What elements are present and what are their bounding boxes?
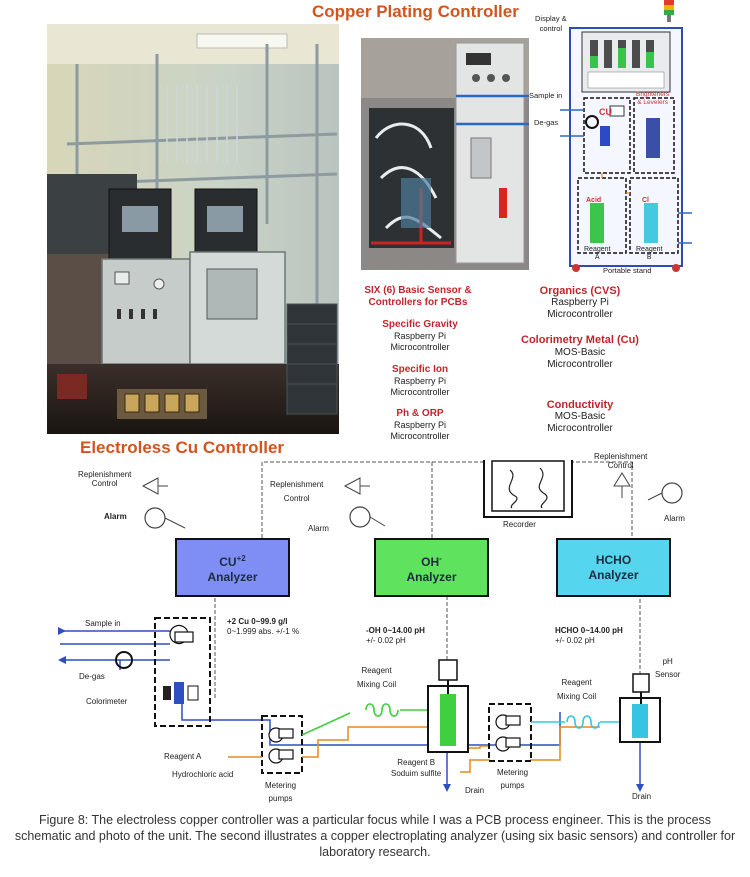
photo-de-gas-label: De-gas [534, 118, 559, 127]
photo-portable-stand-label: Portable stand [603, 266, 652, 275]
electroless-controller-photo [47, 24, 339, 434]
process-schematic [58, 460, 683, 792]
display-control-label: Display &control [535, 14, 567, 33]
copper-plating-controller-photo [361, 38, 529, 270]
photo-sample-in-label: Sample in [529, 91, 563, 100]
alarm-label-1: Alarm [104, 512, 127, 521]
drain-label-1: Drain [465, 786, 485, 795]
photo-brighteners-label: Brighteners& Levelers [636, 91, 670, 106]
copper-plating-stand-schematic [560, 18, 700, 280]
sample-in-label: Sample in [85, 619, 121, 628]
sensor-specific-ion: Specific Ion Raspberry Pi Microcontrolle… [390, 364, 450, 397]
photo-cl-label: Cl [642, 197, 649, 204]
colorimeter-label: Colorimeter [86, 697, 128, 706]
electroless-title: Electroless Cu Controller [80, 438, 285, 457]
sensor-specific-gravity: Specific Gravity Raspberry Pi Microcontr… [382, 319, 458, 352]
figure-caption: Figure 8: The electroless copper control… [14, 813, 736, 859]
drain-label-2: Drain [632, 792, 652, 801]
cu-spec: +2 Cu 0~99.9 g/l 0~1.999 abs. +/-1 % [227, 617, 300, 636]
alarm-label-3: Alarm [664, 514, 685, 523]
oh-spec: -OH 0~14.00 pH +/- 0.02 pH [366, 626, 425, 645]
cu-analyzer-box: CU+2 Analyzer [175, 538, 290, 597]
alarm-label-2: Alarm [308, 524, 329, 533]
sensor-organics-cvs: Organics (CVS) Raspberry Pi Microcontrol… [539, 285, 621, 320]
six-sensors-heading: SIX (6) Basic Sensor &Controllers for PC… [364, 285, 472, 308]
signal-tower-icon [662, 0, 676, 27]
recorder-label: Recorder [503, 520, 536, 529]
hydrochloric-label: Hydrochloric acid [172, 770, 234, 779]
sensor-conductivity: Conductivity MOS-Basic Microcontroller [546, 399, 614, 434]
sensor-ph-orp: Ph & ORP Raspberry Pi Microcontroller [390, 408, 450, 441]
hcho-spec: HCHO 0~14.00 pH +/- 0.02 pH [555, 626, 623, 645]
de-gas-label: De-gas [79, 672, 105, 681]
photo-acid-label: Acid [586, 197, 602, 204]
copper-plating-title: Copper Plating Controller [312, 2, 519, 21]
hcho-analyzer-box: HCHO Analyzer [556, 538, 671, 597]
oh-analyzer-box: OH- Analyzer [374, 538, 489, 597]
photo-cu-label: CU [599, 107, 612, 117]
sensor-colorimetry-metal: Colorimetry Metal (Cu) MOS-Basic Microco… [521, 334, 639, 370]
reagent-a-label: Reagent A [164, 752, 202, 761]
